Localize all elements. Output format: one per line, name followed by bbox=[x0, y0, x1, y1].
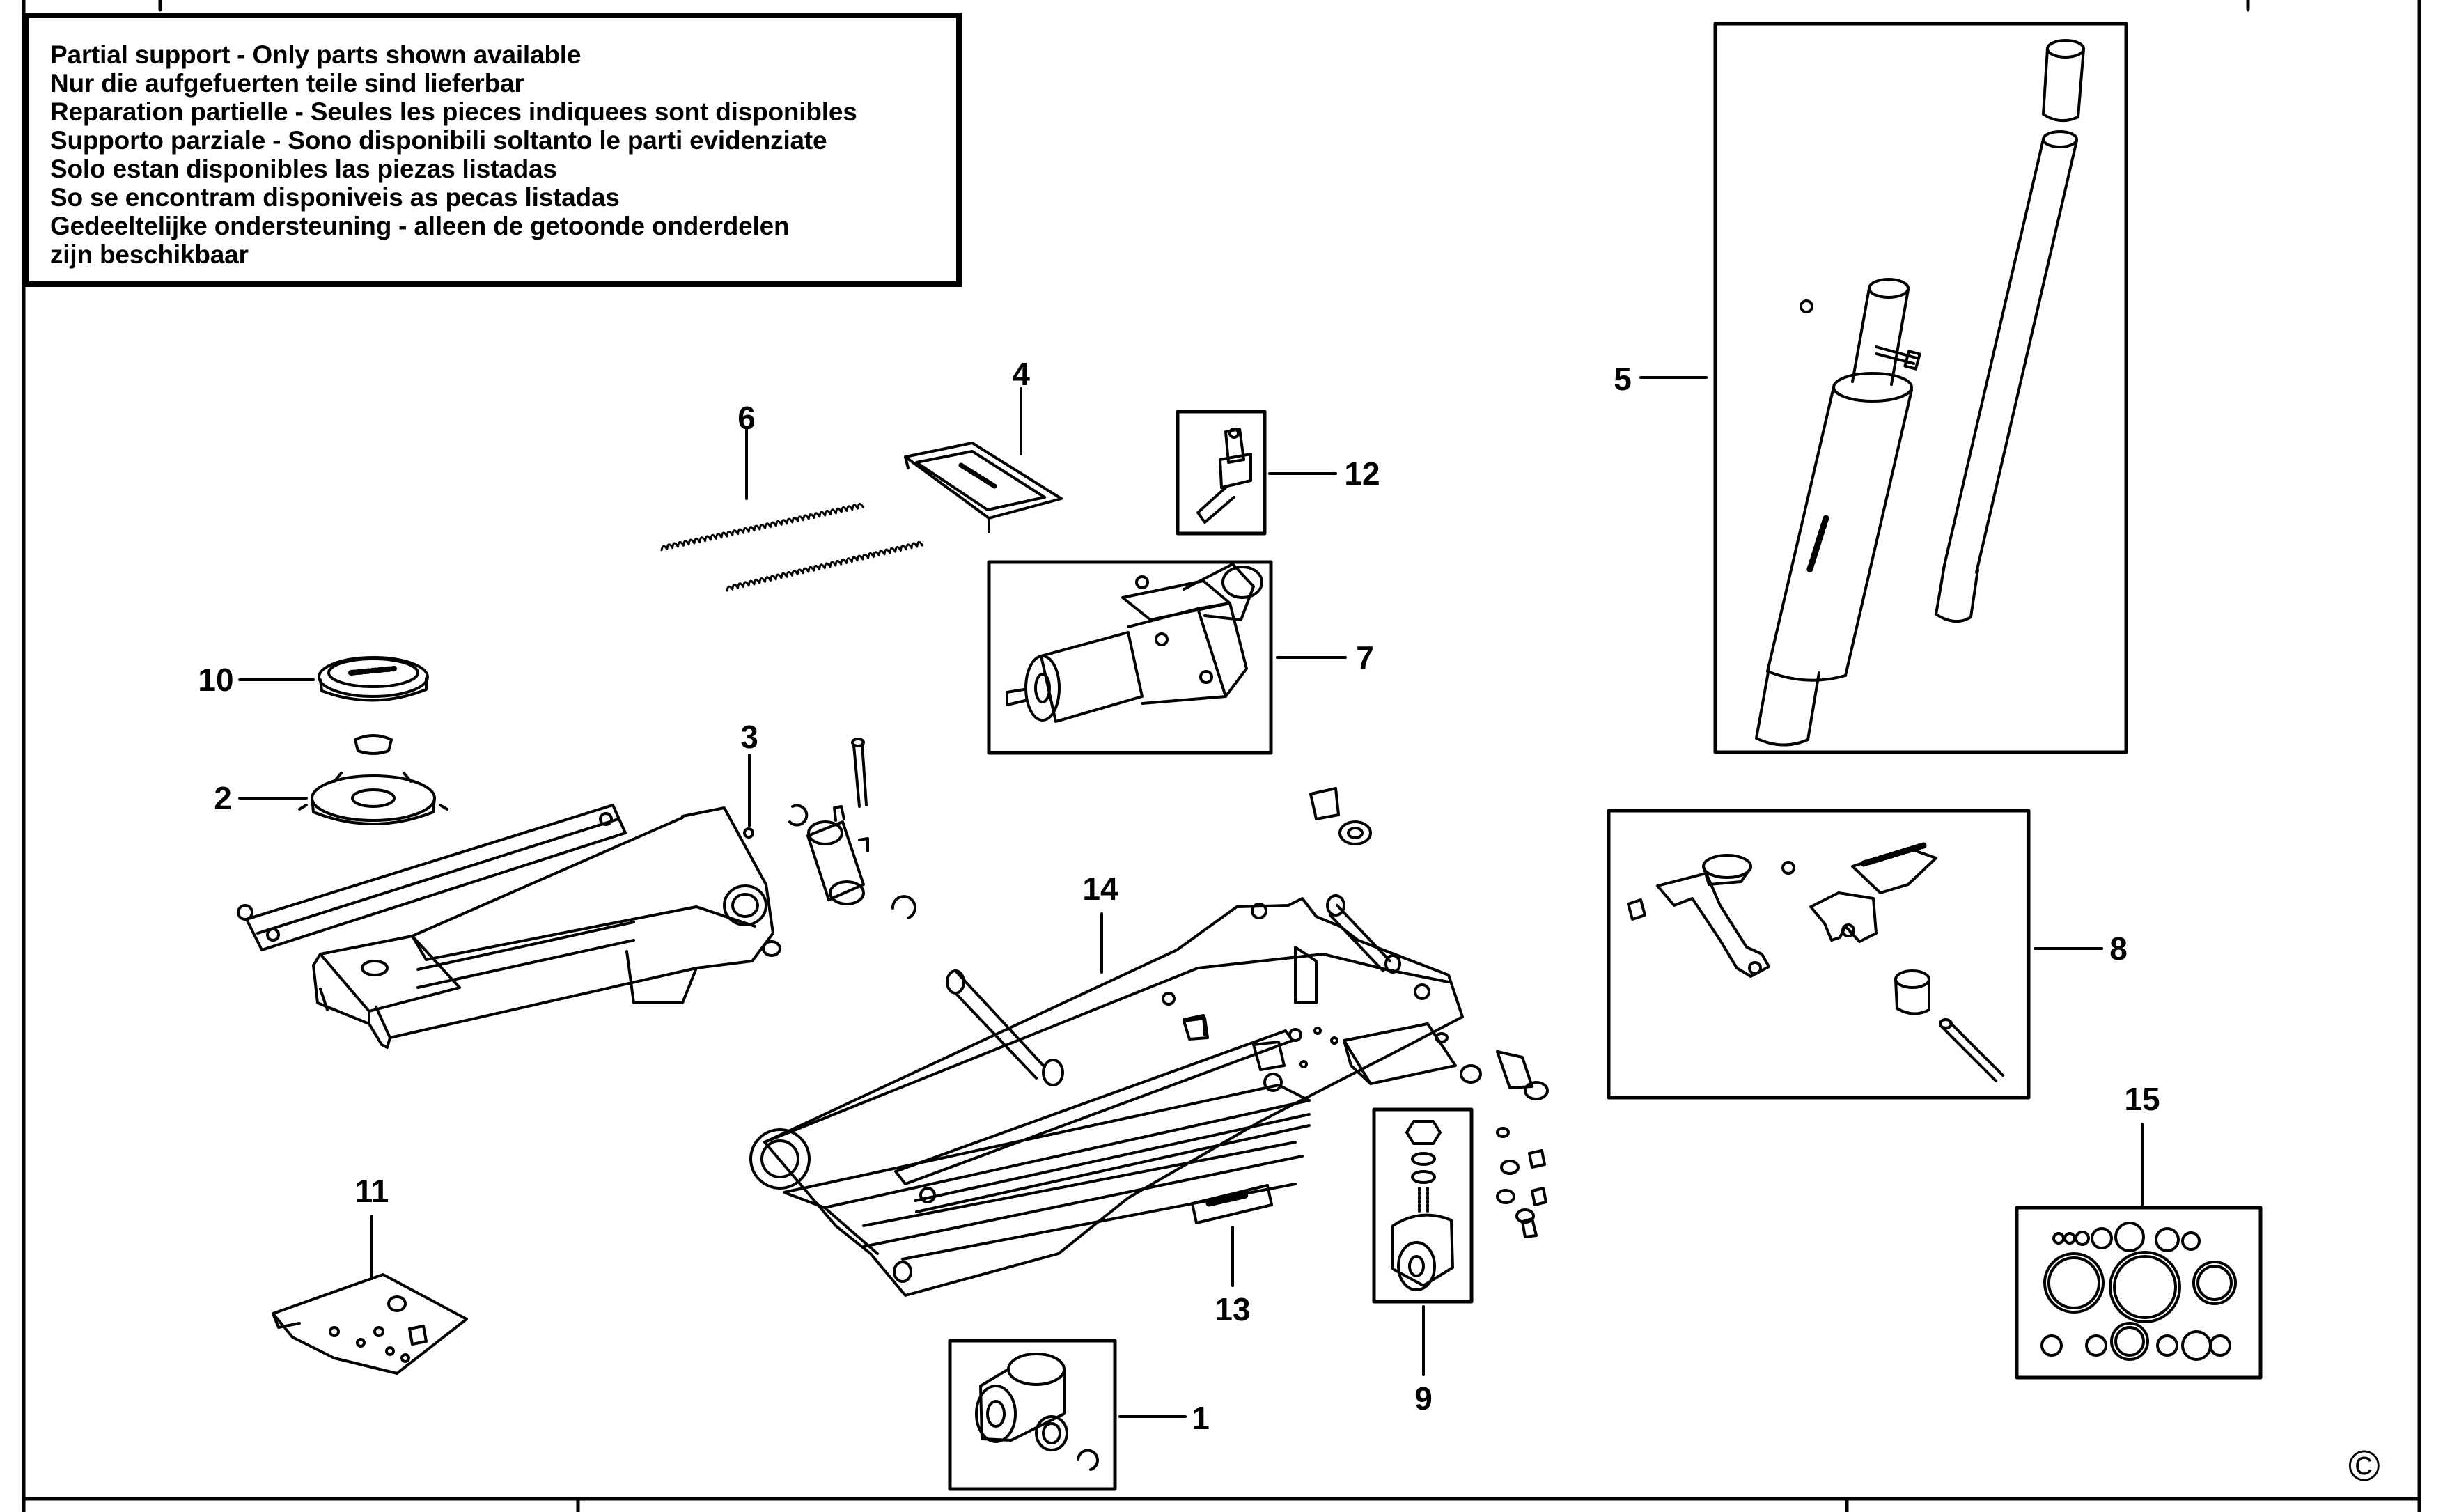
callout-9: 9 bbox=[1414, 1380, 1433, 1417]
notice-line-en: Partial support - Only parts shown avail… bbox=[50, 40, 582, 69]
copyright-symbol: © bbox=[2348, 1442, 2380, 1490]
callout-8: 8 bbox=[2109, 930, 2128, 967]
part-13-label-drawing bbox=[1191, 1184, 1273, 1224]
notice-line-fr: Reparation partielle - Seules les pieces… bbox=[50, 98, 857, 126]
part-9-castor-drawing bbox=[1372, 1107, 1474, 1304]
callout-2: 2 bbox=[214, 780, 232, 816]
notice-line-nl: Gedeeltelijke ondersteuning - alleen de … bbox=[50, 212, 790, 240]
part-3-pins-drawing bbox=[743, 738, 916, 919]
part-12-valve-drawing bbox=[1176, 410, 1267, 536]
callout-10: 10 bbox=[198, 662, 234, 698]
callout-7: 7 bbox=[1356, 639, 1374, 676]
part-10-saddle-pad-drawing bbox=[318, 656, 429, 702]
callout-14: 14 bbox=[1082, 871, 1118, 907]
fasteners-drawing bbox=[1435, 1032, 1549, 1238]
callout-5: 5 bbox=[1614, 361, 1632, 397]
part-2-saddle-drawing bbox=[298, 734, 448, 825]
part-15-seal-kit-drawing bbox=[2015, 1206, 2263, 1380]
part-1-roller-drawing bbox=[948, 1339, 1117, 1491]
part-4-plate-drawing bbox=[904, 442, 1063, 533]
callout-15: 15 bbox=[2124, 1081, 2160, 1117]
callout-4: 4 bbox=[1012, 356, 1030, 392]
part-5-handle-drawing bbox=[1713, 22, 2128, 754]
part-14-frame-drawing bbox=[749, 787, 1464, 1297]
callout-1: 1 bbox=[1192, 1400, 1210, 1436]
part-8-pedal-drawing bbox=[1607, 809, 2031, 1100]
lift-arm-drawing bbox=[237, 804, 781, 1049]
leader-lines bbox=[238, 376, 2144, 1418]
part-7-pump-drawing bbox=[987, 560, 1273, 755]
notice-line-nl-cont: zijn beschikbaar bbox=[50, 240, 249, 269]
callout-11: 11 bbox=[354, 1173, 389, 1209]
part-6-springs-drawing bbox=[660, 502, 924, 592]
notice-line-de: Nur die aufgefuerten teile sind lieferba… bbox=[50, 69, 524, 98]
part-11-bag-drawing bbox=[272, 1273, 468, 1375]
notice-line-es: Solo estan disponibles las piezas listad… bbox=[50, 155, 557, 183]
callout-6: 6 bbox=[737, 400, 756, 436]
notice-line-pt: So se encontram disponiveis as pecas lis… bbox=[50, 183, 620, 212]
availability-notice: Partial support - Only parts shown avail… bbox=[24, 13, 962, 287]
callout-3: 3 bbox=[740, 719, 758, 755]
notice-line-it: Supporto parziale - Sono disponibili sol… bbox=[50, 126, 827, 155]
callout-13: 13 bbox=[1215, 1291, 1251, 1327]
callout-12: 12 bbox=[1344, 455, 1380, 492]
